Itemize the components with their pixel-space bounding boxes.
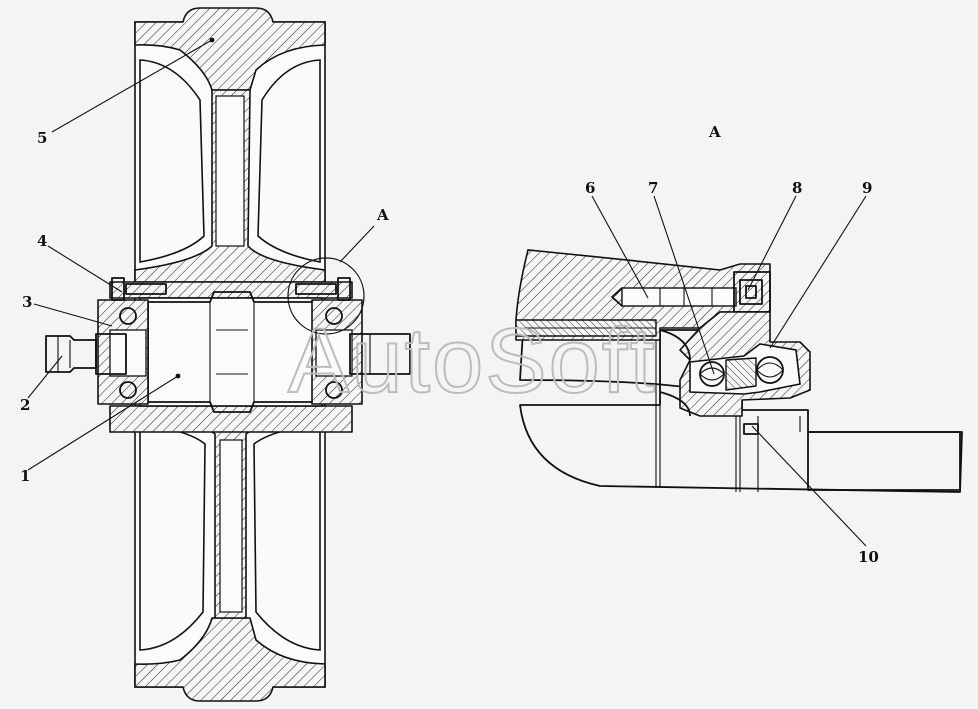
detail-view-a bbox=[515, 249, 963, 493]
callout-1: 1 bbox=[20, 467, 30, 485]
callout-6: 6 bbox=[585, 179, 595, 197]
detail-bolt-shank bbox=[621, 287, 737, 307]
callout-7: 7 bbox=[648, 179, 658, 197]
right-bearing-bore bbox=[315, 329, 353, 377]
web-pocket-upper-left bbox=[139, 59, 205, 263]
web-slot-lower bbox=[219, 439, 243, 613]
web-pocket-upper-right bbox=[257, 59, 321, 263]
left-bearing-bore bbox=[109, 329, 147, 377]
right-shaft-end bbox=[349, 333, 411, 375]
detail-a-marker bbox=[287, 257, 365, 335]
callout-10: 10 bbox=[858, 548, 879, 566]
callout-5: 5 bbox=[37, 129, 47, 147]
roller-rim-bottom bbox=[134, 617, 326, 702]
watermark: AutoSoft bbox=[288, 310, 657, 412]
detail-marker-label: A bbox=[376, 206, 389, 224]
callout-4: 4 bbox=[37, 232, 47, 250]
roller-rim-top bbox=[134, 7, 326, 91]
web-slot-upper bbox=[215, 95, 245, 247]
leader-lines bbox=[27, 37, 867, 547]
callout-3: 3 bbox=[22, 293, 32, 311]
hub-sleeve-bottom bbox=[109, 405, 353, 433]
callout-labels: A A 5 4 3 2 1 6 7 8 9 10 bbox=[20, 123, 879, 566]
view-label-a: A bbox=[708, 123, 721, 141]
web-pocket-lower-left bbox=[139, 423, 206, 651]
callout-8: 8 bbox=[792, 179, 802, 197]
web-pocket-lower-right bbox=[253, 423, 321, 651]
roller-assembly bbox=[45, 7, 411, 702]
hub-bore bbox=[139, 297, 323, 407]
axle-nut bbox=[45, 335, 97, 373]
callout-2: 2 bbox=[20, 396, 30, 414]
callout-9: 9 bbox=[862, 179, 872, 197]
detail-shaft bbox=[807, 431, 961, 491]
